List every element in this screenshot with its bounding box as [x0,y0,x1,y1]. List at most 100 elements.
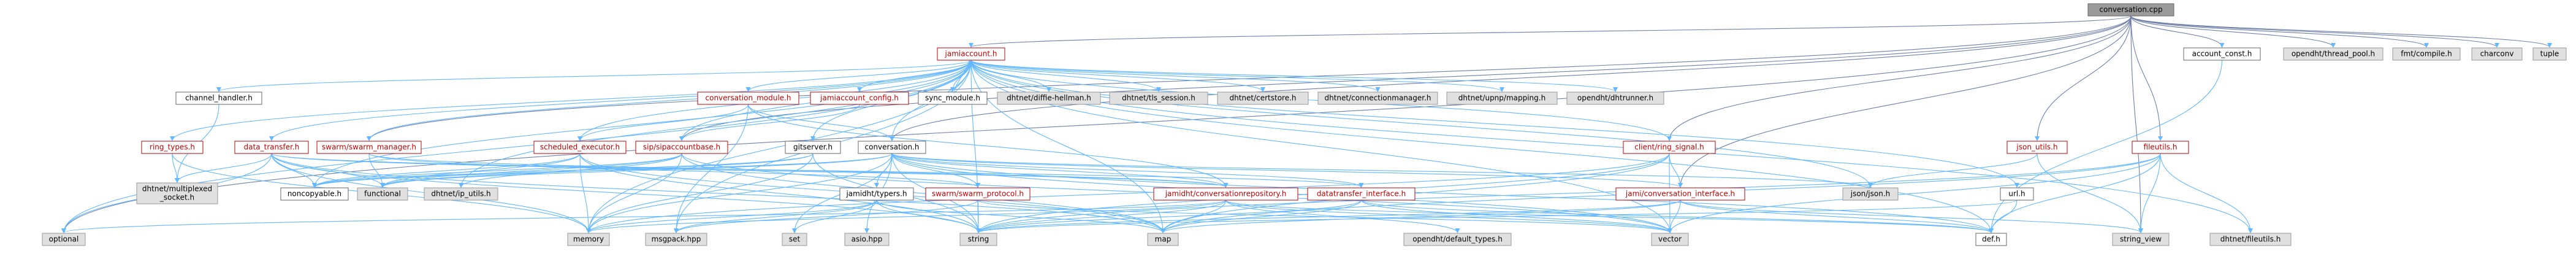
node-label: client/ring_signal.h [1634,143,1704,152]
edge-conversation_cpp-to-fmt_compile [2130,15,2429,48]
node-jamidht_typers[interactable]: jamidht/typers.h [839,187,914,201]
node-label: conversation_module.h [706,94,791,103]
edge-datatransfer_iface-to-string [976,200,1362,233]
node-label: swarm/swarm_manager.h [322,143,416,152]
node-conversation_module_h[interactable]: conversation_module.h [697,91,799,105]
node-box [918,91,988,105]
edge-jamiaccount_h-to-optional [61,60,972,233]
edge-conversation_h-to-memory [586,153,893,233]
node-opendht_default_types: opendht/default_types.h [1403,233,1512,246]
node-box [645,233,707,246]
node-asio: asio.hpp [844,233,890,246]
node-conversation_h[interactable]: conversation.h [858,141,926,154]
edge-ring_types_h-to-dht_multiplexed [172,153,180,183]
edge-jamiaccount_h-to-dht_tls_session [970,60,1161,92]
node-label: account_const.h [2192,50,2252,58]
node-dht_certstore: dhtnet/certstore.h [1217,91,1309,105]
node-fmt_compile: fmt/compile.h [2392,47,2461,61]
node-url_h[interactable]: url.h [2000,187,2034,201]
node-box [1623,141,1716,154]
node-box [2392,47,2461,61]
node-dht_multiplexed: dhtnet/multiplexed_socket.h [136,182,218,204]
node-label: jamidht/conversationrepository.h [1165,190,1287,198]
node-fileutils_h[interactable]: fileutils.h [2132,141,2189,154]
node-client_ring_signal[interactable]: client/ring_signal.h [1623,141,1716,154]
node-sip_accountbase_h[interactable]: sip/sipaccountbase.h [635,141,728,154]
edge-conv_interface-to-string [976,200,1681,233]
node-datatransfer_iface[interactable]: datatransfer_interface.h [1307,187,1416,201]
node-channel_handler_h[interactable]: channel_handler.h [175,91,262,105]
edge-jamidht_typers-to-string [876,200,981,233]
node-label: charconv [2480,50,2514,58]
node-account_const_h[interactable]: account_const.h [2183,47,2261,61]
edge-data_transfer_h-to-dht_multiplexed [175,153,272,183]
node-dht_fileutils: dhtnet/fileutils.h [2209,233,2292,246]
node-dht_connmanager: dhtnet/connectionmanager.h [1317,91,1438,105]
edge-gitserver_h-to-memory [586,153,814,233]
edge-conv_repository-to-optional [61,200,1227,233]
node-box [782,233,807,246]
node-data_transfer_h[interactable]: data_transfer.h [234,141,309,154]
edge-jamiaccount_h-to-dht_upnp [970,60,1504,92]
node-string_view: string_view [2112,233,2170,246]
node-jamiaccount_config_h[interactable]: jamiaccount_config.h [810,91,909,105]
node-noncopyable_h[interactable]: noncopyable.h [280,187,349,201]
node-optional: optional [42,233,86,246]
node-box [316,141,422,154]
node-box [697,91,799,105]
edge-scheduled_executor_h-to-functional [380,153,581,188]
node-label: memory [573,235,604,244]
node-string: string [959,233,997,246]
node-json_utils_h[interactable]: json_utils.h [2006,141,2068,154]
node-box [424,187,498,201]
node-box [567,233,610,246]
edge-url_h-to-string [976,200,2018,233]
edge-fileutils_h-to-string_view [2138,153,2161,233]
node-box [785,141,841,154]
node-gitserver_h[interactable]: gitserver.h [785,141,841,154]
node-label: conversation.cpp [2099,6,2162,14]
node-conv_interface[interactable]: jami/conversation_interface.h [1615,187,1745,201]
edge-jamiaccount_h-to-dht_certstore [970,60,1265,92]
node-label: dhtnet/tls_session.h [1122,94,1195,103]
node-ring_types_h[interactable]: ring_types.h [141,141,204,154]
node-conv_repository[interactable]: jamidht/conversationrepository.h [1153,187,1298,201]
node-box [959,233,997,246]
edge-jamiaccount_h-to-url_h [970,60,2019,188]
node-box [136,182,218,204]
edge-jamiaccount_config_h-to-sip_accountbase_h [679,104,860,141]
node-scheduled_executor_h[interactable]: scheduled_executor.h [533,141,627,154]
edge-client_ring_signal-to-memory [586,153,1670,233]
node-label: set [789,235,801,244]
node-box [844,233,890,246]
node-box [1217,91,1309,105]
node-label: opendht/thread_pool.h [2292,50,2375,58]
node-swarm_protocol[interactable]: swarm/swarm_protocol.h [925,187,1031,201]
edge-conversation_h-to-swarm_protocol [891,153,980,188]
node-label: data_transfer.h [244,143,300,152]
node-swarm_manager_h[interactable]: swarm/swarm_manager.h [316,141,422,154]
edge-conversation_h-to-jamidht_typers [874,153,893,188]
edge-conversation_h-to-conv_interface [891,153,1683,188]
node-box [1651,233,1689,246]
node-conversation_cpp[interactable]: conversation.cpp [2087,3,2174,17]
nodes-layer: conversation.cpp jamiaccount.h account_con… [42,3,2567,246]
node-label: string [968,235,989,244]
edge-conversation_cpp-to-fileutils_h [2130,15,2163,141]
edge-jamiaccount_h-to-vector [970,60,1672,233]
node-sync_module_h[interactable]: sync_module.h [918,91,988,105]
node-functional: functional [357,187,408,201]
node-def_h[interactable]: def.h [1975,233,2007,246]
edge-jamiaccount_h-to-dht_connmanager [970,60,1381,92]
node-box [1566,91,1664,105]
node-box [1307,187,1416,201]
node-json_json: json/json.h [1842,187,1899,201]
edge-conv_interface-to-map [1160,200,1681,233]
node-jamiaccount_h[interactable]: jamiaccount.h [937,47,1005,61]
node-label: opendht/default_types.h [1412,235,1503,244]
edge-conv_repository-to-def_h [1225,200,1994,233]
node-box [925,187,1031,201]
edge-conversation_module_h-to-scheduled_executor_h [577,104,749,141]
node-box [2112,233,2170,246]
node-label: channel_handler.h [185,94,253,103]
